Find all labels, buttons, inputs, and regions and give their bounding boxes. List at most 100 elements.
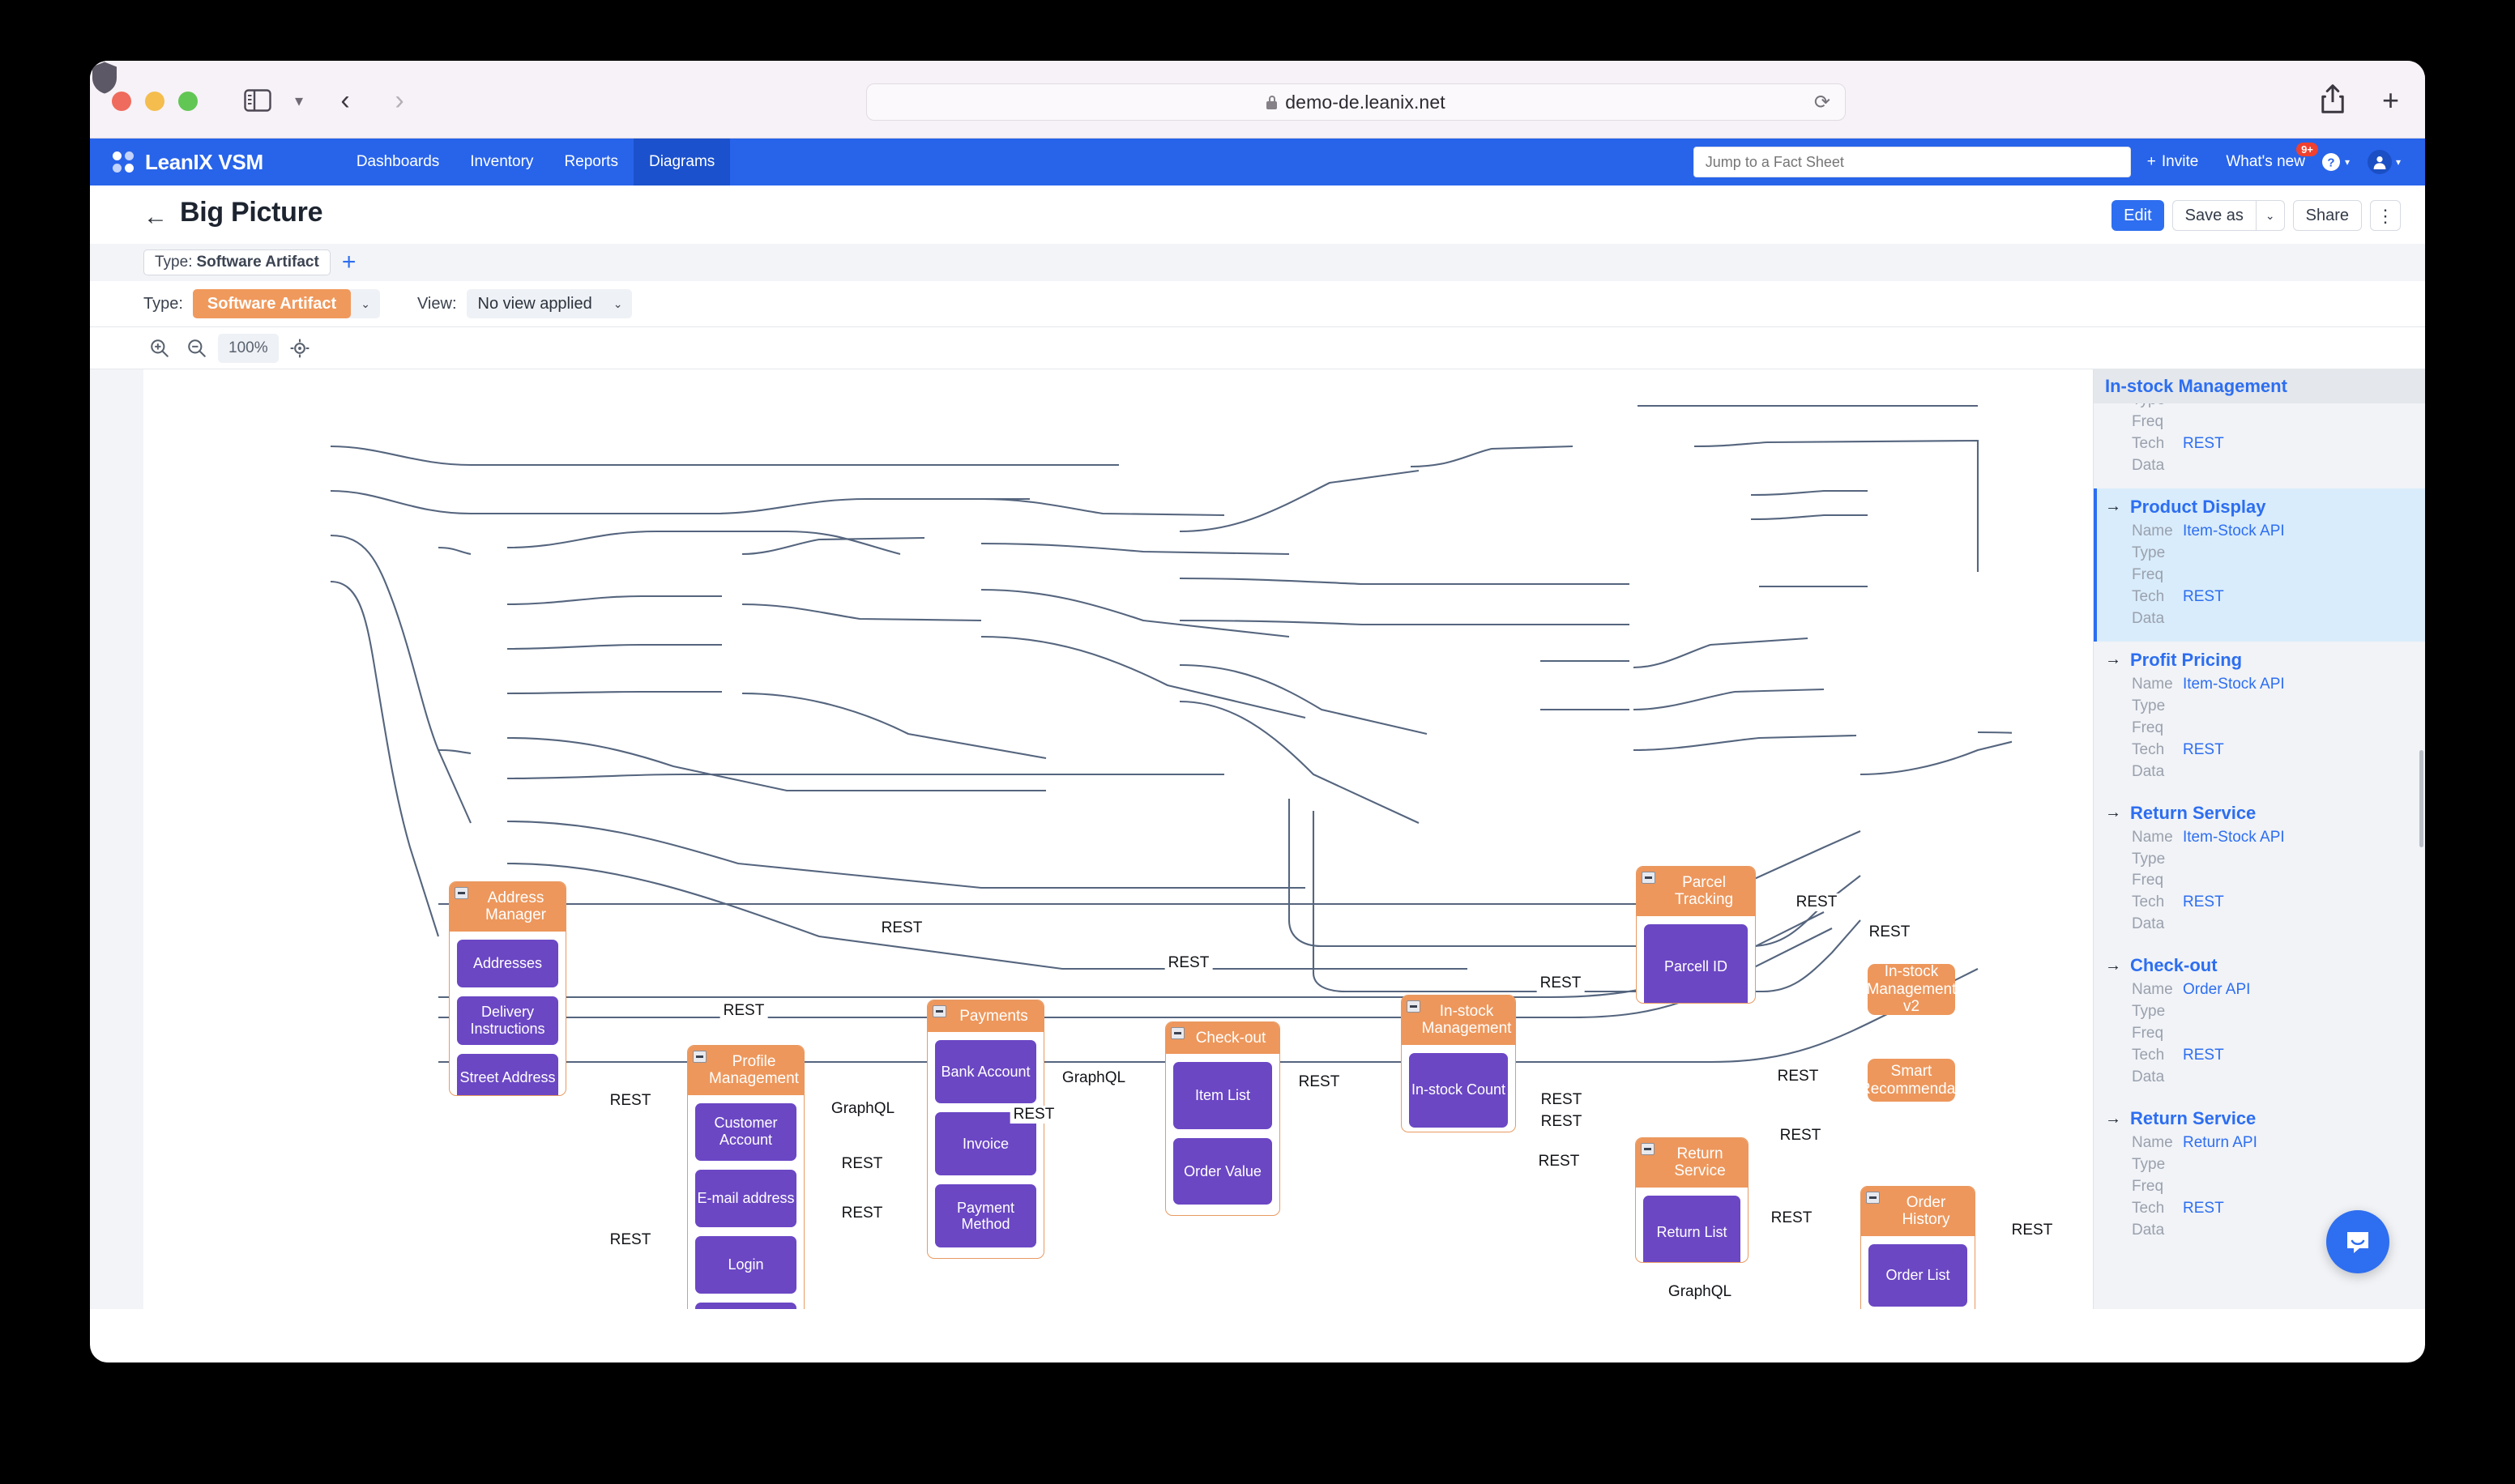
nav-item-inventory[interactable]: Inventory [470,153,534,170]
row-value[interactable]: REST [2183,893,2224,911]
side-panel-entry-title[interactable]: →Return Service [2105,1108,2425,1129]
address-bar[interactable]: demo-de.leanix.net ⟳ [866,83,1846,121]
browser-back-button[interactable]: ‹ [340,84,350,116]
nav-item-dashboards[interactable]: Dashboards [356,153,440,170]
chat-bubble-icon[interactable] [2326,1210,2389,1273]
collapse-minus-icon[interactable] [693,1051,707,1063]
add-filter-button[interactable]: + [341,249,357,275]
row-value[interactable]: REST [2183,434,2224,452]
node-child-item[interactable]: Item List [1173,1062,1272,1129]
collapse-minus-icon[interactable] [1866,1192,1880,1204]
row-value[interactable]: Item-Stock API [2183,828,2285,846]
arrow-left-icon[interactable]: ← [143,203,168,230]
collapse-minus-icon[interactable] [1171,1027,1185,1039]
chevron-down-icon[interactable]: ▾ [294,92,304,110]
maximize-window-button[interactable] [178,92,198,111]
fact-sheet-search-input[interactable] [1693,147,2131,177]
collapse-minus-icon[interactable] [1642,872,1655,884]
node-child-item[interactable]: Delivery Instructions [457,996,558,1045]
row-value[interactable]: Item-Stock API [2183,522,2285,539]
row-value[interactable]: REST [2183,740,2224,758]
node-child-item[interactable]: Return List [1643,1195,1740,1262]
edit-button[interactable]: Edit [2111,200,2164,231]
node-child-item[interactable]: Order List [1868,1243,1967,1307]
zoom-out-icon[interactable] [181,334,213,363]
share-icon[interactable] [2319,83,2346,114]
minimize-window-button[interactable] [145,92,164,111]
node-child-item[interactable]: Addresses [457,939,558,988]
diagram-node-in-stock-management-v2[interactable]: In-stock Management v2 [1868,964,1955,1015]
zoom-in-icon[interactable] [143,334,176,363]
node-child-item[interactable]: Login [695,1235,796,1294]
filter-chip-type[interactable]: Type: Software Artifact [143,249,331,275]
brand-logo[interactable]: LeanIX VSM [113,150,263,175]
node-child-item[interactable]: In-stock Count [1409,1052,1508,1128]
side-panel-entry-title[interactable]: →Product Display [2105,497,2425,518]
collapse-minus-icon[interactable] [1407,1000,1420,1013]
details-side-panel[interactable]: In-stock Management In-stock ManagementN… [2093,369,2425,1309]
row-key: Tech [2132,893,2165,911]
reload-icon[interactable]: ⟳ [1813,91,1830,113]
collapse-minus-icon[interactable] [1641,1143,1655,1155]
view-select[interactable]: No view applied ⌄ [466,289,633,318]
side-panel-scrollbar[interactable] [2419,750,2423,847]
side-panel-scroll-area[interactable]: In-stock ManagementNameItem-Stock APITyp… [2094,369,2425,1309]
browser-forward-button[interactable]: › [395,84,404,116]
row-key: Type [2132,850,2166,868]
row-value[interactable]: Order API [2183,981,2251,999]
row-value[interactable]: Return API [2183,1134,2257,1152]
row-value[interactable]: REST [2183,587,2224,605]
invite-button[interactable]: + Invite [2131,153,2215,171]
close-window-button[interactable] [112,92,131,111]
nav-item-reports[interactable]: Reports [564,153,618,170]
arrow-right-icon: → [2105,956,2121,974]
node-child-item[interactable]: Payment Method [935,1184,1036,1248]
side-panel-entry-title[interactable]: →Return Service [2105,803,2425,824]
node-child-item[interactable]: Parcell ID [1644,923,1748,1003]
sidebar-toggle-icon[interactable] [241,85,275,116]
fit-to-screen-icon[interactable] [284,334,316,363]
row-value[interactable]: REST [2183,1047,2224,1064]
whats-new-button[interactable]: What's new 9+ [2214,143,2318,171]
node-child-item[interactable]: E-mail address [695,1169,796,1227]
node-child-item[interactable]: Invoice [935,1112,1036,1176]
node-child-item[interactable]: Customer Account [695,1102,796,1161]
privacy-shield-icon[interactable] [90,61,119,95]
help-button[interactable]: ? ▾ [2316,152,2355,172]
node-child-item[interactable]: Street Address [457,1053,558,1095]
node-child-item[interactable]: Bank Account [935,1040,1036,1104]
zoom-level-value[interactable]: 100% [218,333,279,363]
node-child-item[interactable]: Phone Number [695,1303,796,1309]
collapse-minus-icon[interactable] [933,1005,946,1017]
collapse-minus-icon[interactable] [455,887,468,899]
diagram-node-smart-recommendation[interactable]: Smart Recommendation [1868,1059,1955,1102]
share-button[interactable]: Share [2292,200,2362,231]
row-value[interactable]: Item-Stock API [2183,675,2285,693]
type-select[interactable]: Software Artifact ⌄ [192,289,380,318]
row-value[interactable]: REST [2183,1200,2224,1217]
new-tab-button[interactable]: + [2382,83,2400,117]
side-panel-entry-title[interactable]: →Profit Pricing [2105,650,2425,671]
save-as-dropdown-button[interactable]: ⌄ [2255,200,2285,231]
nav-item-diagrams[interactable]: Diagrams [633,139,731,186]
save-as-button[interactable]: Save as [2171,200,2256,231]
more-options-button[interactable]: ⋮ [2370,200,2401,231]
node-child-item[interactable]: Order Value [1173,1137,1272,1205]
side-panel-entry-title[interactable]: →Check-out [2105,955,2425,976]
user-menu-button[interactable]: ▾ [2355,150,2406,174]
